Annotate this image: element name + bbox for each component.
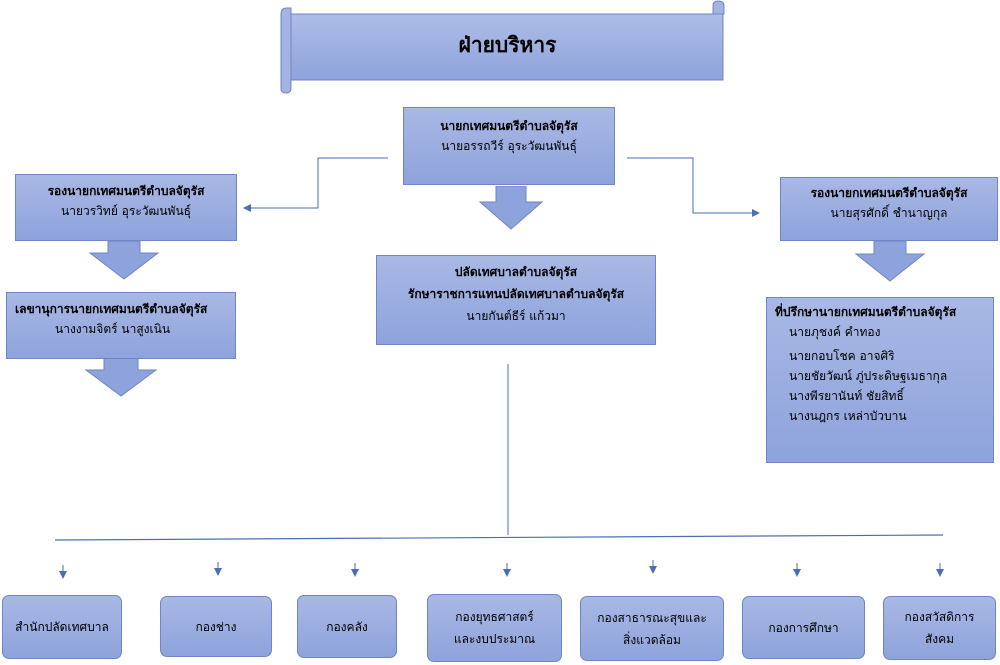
advisor-name: นายกอบโชค อาจศิริ: [789, 349, 895, 363]
department-public-health-environment[interactable]: กองสาธารณะสุขและ สิ่งแวดล้อม: [580, 596, 724, 661]
secretary-name: นางงามจิตร์ นาสูงเนิน: [55, 322, 171, 336]
clerk-position: ปลัดเทศบาลตำบลจัตุรัส: [454, 265, 578, 279]
deputy-right-name: นายสุรศักดิ์ ชำนาญกุล: [830, 206, 948, 220]
clerk-box: ปลัดเทศบาลตำบลจัตุรัส รักษาราชการแทนปลัด…: [376, 255, 656, 345]
department-education[interactable]: กองการศึกษา: [742, 596, 865, 659]
mayor-position: นายกเทศมนตรีตำบลจัตุรัส: [440, 119, 578, 133]
advisor-name: นางนฎกร เหล่าบัวบาน: [789, 409, 907, 423]
mayor-box: นายกเทศมนตรีตำบลจัตุรัส นายอรรถวีร์ อุระ…: [403, 107, 615, 185]
advisor-name: นายชัยวัฒน์ ภู่ประดิษฐเมธากุล: [789, 369, 948, 383]
deputy-left-box: รองนายกเทศมนตรีตำบลจัตุรัส นายวรวิทย์ อุ…: [15, 174, 237, 241]
department-label: กองยุทธศาสตร์: [455, 610, 534, 624]
department-label-line2: สิ่งแวดล้อม: [623, 632, 681, 647]
department-bus-line: [54, 534, 944, 541]
department-label: กองช่าง: [195, 619, 237, 634]
page-title: ฝ่ายบริหาร: [458, 33, 557, 57]
department-label: กองสวัสดิการ: [904, 610, 975, 624]
down-arrow-right-deputy: [854, 241, 926, 282]
department-finance[interactable]: กองคลัง: [297, 595, 397, 658]
secretary-position: เลขานุการนายกเทศมนตรีตำบลจัตุรัส: [15, 302, 208, 316]
advisors-position: ที่ปรึกษานายกเทศมนตรีตำบลจัตุรัส: [775, 305, 957, 319]
deputy-right-box: รองนายกเทศมนตรีตำบลจัตุรัส นายสุรศักดิ์ …: [780, 177, 998, 241]
down-arrow-mayor: [478, 186, 544, 230]
department-social-welfare[interactable]: กองสวัสดิการ สังคม: [883, 596, 996, 660]
department-strategy-budget[interactable]: กองยุทธศาสตร์ และงบประมาณ: [427, 594, 562, 662]
clerk-acting-position: รักษาราชการแทนปลัดเทศบาลตำบลจัตุรัส: [407, 287, 625, 301]
mayor-name: นายอรรถวีร์ อุระวัฒนพันธุ์: [441, 139, 577, 153]
department-label: กองการศึกษา: [768, 620, 839, 635]
clerk-name: นายกันต์ธีร์ แก้วมา: [466, 309, 566, 323]
department-office-of-clerk[interactable]: สำนักปลัดเทศบาล: [2, 595, 122, 659]
advisor-name: นายภุชงค์ คำทอง: [789, 325, 881, 339]
advisors-box: ที่ปรึกษานายกเทศมนตรีตำบลจัตุรัส นายภุชง…: [766, 297, 994, 463]
department-engineering[interactable]: กองช่าง: [160, 596, 272, 657]
department-label: กองคลัง: [326, 619, 368, 634]
department-label-line2: สังคม: [924, 632, 955, 646]
secretary-box: เลขานุการนายกเทศมนตรีตำบลจัตุรัส นางงามจ…: [6, 292, 236, 359]
title-banner: [280, 0, 725, 94]
connector-mayor-left-deputy: [243, 157, 388, 212]
down-arrow-left-deputy: [88, 241, 160, 280]
department-label: กองสาธารณะสุขและ: [597, 610, 707, 625]
deputy-left-position: รองนายกเทศมนตรีตำบลจัตุรัส: [47, 184, 205, 198]
deputy-left-name: นายวรวิทย์ อุระวัฒนพันธุ์: [61, 204, 191, 218]
down-arrow-secretary: [84, 358, 158, 397]
deputy-right-position: รองนายกเทศมนตรีตำบลจัตุรัส: [810, 186, 968, 200]
advisor-name: นางพีรยานันท์ ชัยสิทธิ์: [789, 389, 904, 403]
connector-mayor-right-deputy: [627, 157, 760, 217]
department-label: สำนักปลัดเทศบาล: [15, 620, 109, 634]
department-label-line2: และงบประมาณ: [453, 632, 536, 646]
